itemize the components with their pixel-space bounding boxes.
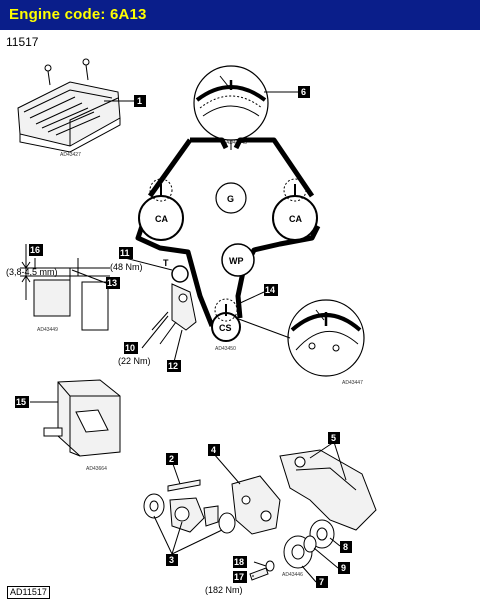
callout-18: 18 [233, 556, 247, 568]
ref-ad43447: AD43447 [342, 380, 363, 386]
svg-text:15: 15 [16, 397, 26, 407]
spec-item11: (48 Nm) [110, 262, 143, 272]
callout-4: 4 [208, 444, 220, 456]
callout-7: 7 [316, 576, 328, 588]
svg-text:5: 5 [331, 433, 336, 443]
svg-text:12: 12 [168, 361, 178, 371]
callout-14: 14 [264, 284, 278, 296]
svg-text:9: 9 [341, 563, 346, 573]
label-cam-left: CA [155, 214, 168, 224]
svg-text:7: 7 [319, 577, 324, 587]
ref-ad43450: AD43450 [215, 346, 236, 352]
callout-11: 11 [119, 247, 133, 259]
belt-path [135, 137, 321, 327]
callout-5: 5 [328, 432, 340, 444]
callout-2: 2 [166, 453, 178, 465]
spec-item10: (22 Nm) [118, 356, 151, 366]
belt-cover-illustration [17, 58, 121, 153]
svg-text:10: 10 [125, 343, 135, 353]
ref-ad43446: AD43446 [282, 572, 303, 578]
ref-ad43427: AD43427 [60, 152, 81, 158]
callout-1: 1 [134, 95, 146, 107]
tensioner-pulley [171, 265, 189, 283]
ref-ad43449: AD43449 [37, 327, 58, 333]
svg-text:11: 11 [120, 248, 130, 258]
callout-3: 3 [166, 554, 178, 566]
svg-text:3: 3 [169, 555, 174, 565]
tensioner-gap-detail [20, 244, 110, 331]
svg-text:6: 6 [301, 87, 306, 97]
svg-text:17: 17 [234, 572, 244, 582]
callout-13: 13 [106, 277, 120, 289]
label-crank: CS [219, 323, 232, 333]
bracket-15-illustration [43, 379, 121, 457]
timing-mark-detail-top [193, 65, 269, 141]
label-tensioner: T [163, 258, 169, 268]
label-generator: G [227, 194, 234, 204]
label-cam-right: CA [289, 214, 302, 224]
timing-mark-detail-crank [287, 299, 365, 377]
callout-16: 16 [29, 244, 43, 256]
generator-pulley [215, 182, 247, 214]
svg-text:16: 16 [30, 245, 40, 255]
exploded-parts [143, 449, 377, 581]
spec-item16-gap: (3,8-4,5 mm) [6, 267, 58, 277]
callout-17: 17 [233, 571, 247, 583]
leader-lines [30, 100, 347, 583]
document-number: 11517 [6, 35, 39, 49]
figure-reference: AD11517 [7, 586, 50, 599]
callout-10: 10 [124, 342, 138, 354]
svg-text:18: 18 [234, 557, 244, 567]
svg-text:13: 13 [107, 278, 117, 288]
callout-9: 9 [338, 562, 350, 574]
callout-8: 8 [340, 541, 352, 553]
water-pump-pulley [221, 243, 255, 277]
callout-12: 12 [167, 360, 181, 372]
callout-15: 15 [15, 396, 29, 408]
svg-text:4: 4 [211, 445, 216, 455]
svg-text:14: 14 [265, 285, 275, 295]
label-water-pump: WP [229, 256, 244, 266]
svg-text:1: 1 [137, 96, 142, 106]
ref-ad43664: AD43664 [86, 466, 107, 472]
callout-6: 6 [298, 86, 310, 98]
title-bar: Engine code: 6A13 [0, 0, 480, 30]
svg-text:8: 8 [343, 542, 348, 552]
svg-text:2: 2 [169, 454, 174, 464]
spec-item17: (182 Nm) [205, 585, 243, 595]
page-title: Engine code: 6A13 [9, 6, 147, 23]
